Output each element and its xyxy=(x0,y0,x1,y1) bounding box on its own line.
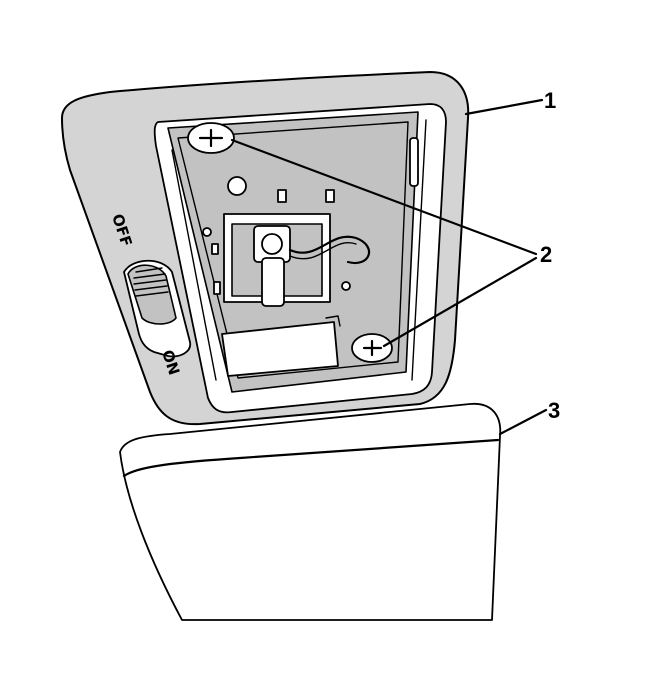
screw-bottom xyxy=(351,333,393,363)
screw-top xyxy=(187,122,235,154)
leader-lines xyxy=(230,98,548,436)
lamp-switch: OFF ON xyxy=(108,212,192,377)
housing-slot xyxy=(409,137,419,187)
trim-panel xyxy=(119,403,502,621)
connector-block xyxy=(221,315,341,377)
switch-knurl xyxy=(133,267,169,297)
lamp-socket xyxy=(202,176,371,307)
locator-hole xyxy=(227,176,247,196)
callout-2: 2 xyxy=(540,242,552,267)
bulb xyxy=(261,257,285,307)
callout-1: 1 xyxy=(544,88,556,113)
callout-3: 3 xyxy=(548,398,560,423)
